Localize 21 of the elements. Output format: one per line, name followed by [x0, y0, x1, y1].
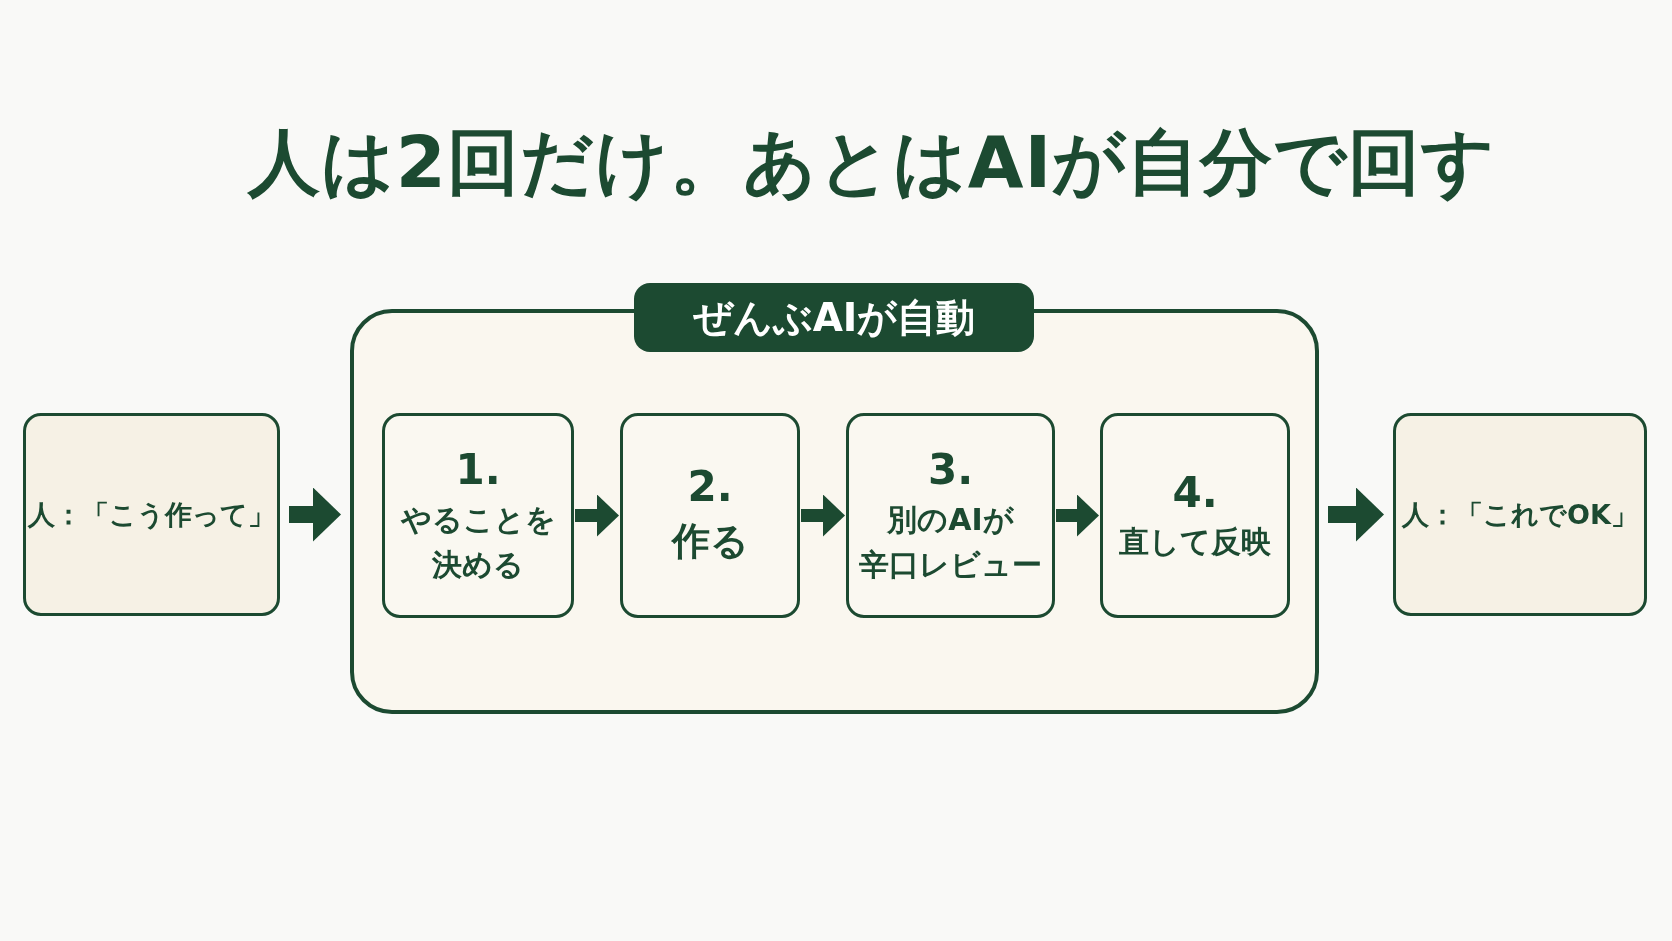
- arrow: [801, 494, 845, 537]
- step-box: [620, 413, 800, 618]
- title: 人は2回だけ。あとはAIが自分で回す: [246, 119, 1498, 206]
- step-number: 4.: [1172, 466, 1218, 519]
- step-box: [1100, 413, 1290, 618]
- arrow: [1056, 494, 1099, 537]
- step-text: やることを決める: [399, 500, 557, 584]
- arrow: [289, 487, 341, 542]
- step-text: 直して反映: [1119, 523, 1271, 562]
- step-box: [382, 413, 574, 618]
- group-heading: ぜんぶAIが自動: [634, 283, 1034, 352]
- process-box: 人：「これでOK」: [1393, 413, 1647, 616]
- step-text: 別のAIが辛口レビュー: [858, 500, 1043, 584]
- step-text: 作る: [671, 518, 749, 566]
- step-number: 2.: [687, 460, 733, 513]
- step-box: [846, 413, 1055, 618]
- step-number: 1.: [455, 444, 501, 497]
- arrow: [1328, 487, 1384, 542]
- arrow: [575, 494, 619, 537]
- process-box: 人：「こう作って」: [23, 413, 280, 616]
- step-number: 3.: [927, 444, 974, 497]
